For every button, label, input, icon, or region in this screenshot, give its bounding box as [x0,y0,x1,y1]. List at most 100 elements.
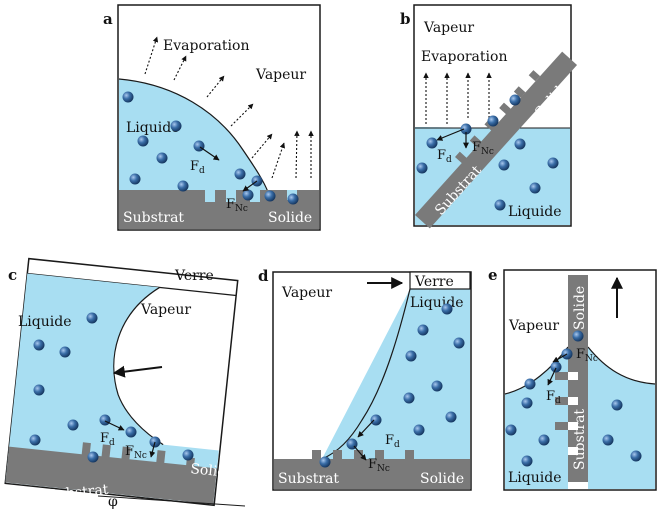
particle [370,414,382,426]
particle [193,140,205,152]
force-d-label: Fd [385,433,400,450]
particle [59,346,71,358]
evaporation-arrow [230,103,254,127]
particle [29,434,41,446]
solid-label: Solide [190,461,236,482]
panel-e: e Vapeur Liquide Solide Substrat Fd FNc [488,266,657,491]
substrate-block [414,51,578,229]
particle [521,455,533,467]
particle [441,303,453,315]
liquid-label: Liquide [508,470,561,486]
particle [170,120,182,132]
evaporation-arrow [206,75,225,98]
particle [125,426,137,438]
force-nc-label: FNc [368,457,390,474]
panel-letter: d [258,267,269,285]
liquid-region-fill-base [274,289,470,489]
particle [602,434,614,446]
force-nc-label: FNc [472,140,494,157]
force-d-label: Fd [100,431,115,448]
force-arrow [149,441,156,458]
particles [505,330,642,467]
particle [498,159,510,171]
evaporation-label: Evaporation [421,49,507,65]
panel-letter: a [103,10,113,28]
particle [521,397,533,409]
particle [460,123,472,135]
particles [416,94,559,211]
particle [630,450,642,462]
particle [137,135,149,147]
particles [122,91,299,205]
angle-label: φ [108,494,118,509]
substrate-block [5,442,217,505]
particle [514,138,526,150]
evaporation-arrows [423,72,492,124]
glass-label: Verre [174,268,214,284]
force-d-label: Fd [546,389,561,406]
particle [538,434,550,446]
solid-label: Solide [572,286,588,330]
particle [33,384,45,396]
force-nc-label: FNc [226,197,248,214]
substrate-label: Substrat [123,210,184,226]
solid-label: Solide [268,210,312,226]
vapour-label: Vapeur [255,67,306,83]
particle [529,182,541,194]
particle [416,162,428,174]
vapour-label: Vapeur [281,285,332,301]
particle [487,115,499,127]
particle [264,190,276,202]
liquid-label: Liquide [126,120,179,136]
force-arrow [436,128,465,141]
particle [405,350,417,362]
particle [287,193,299,205]
particle [129,173,141,185]
particle [431,380,443,392]
particle [182,449,194,461]
particle [33,339,45,351]
panel-letter: b [400,10,411,28]
particle [572,330,584,342]
particle [611,399,623,411]
glass-plate [409,271,471,290]
vapour-label: Vapeur [508,318,559,334]
force-arrow [552,353,568,363]
particle [505,424,517,436]
particle [453,337,465,349]
particle [67,419,79,431]
particle [86,312,98,324]
substrate-label: Substrat [278,471,339,487]
particle [319,456,331,468]
evaporation-arrow [251,133,273,159]
force-arrow [104,420,125,431]
force-nc-label: FNc [125,444,147,461]
particle [234,168,246,180]
panel-d: d Vapeur Verre Liquide Substrat Solide F… [258,267,472,491]
force-arrow [547,367,557,386]
force-arrow [353,445,367,461]
particles [319,303,465,468]
force-d-label: Fd [437,148,452,165]
panel-letter: c [8,266,17,284]
substrate-block [568,275,588,482]
substrate-label: Substrat [572,409,588,470]
particle [242,189,254,201]
substrate-teeth [555,372,568,430]
particle [417,324,429,336]
particle [403,392,415,404]
force-arrow [199,146,220,161]
panel-c: c Verre Liquide Vapeur Substrat Solide φ… [4,257,246,509]
liquid-meniscus [321,288,411,460]
particle [87,451,99,463]
evaporation-arrows [144,36,314,179]
particle [494,199,506,211]
liquid-label: Liquide [18,314,71,330]
evaporation-arrow [173,55,187,81]
particle [177,180,189,192]
particle [547,157,559,169]
force-arrow [242,180,258,192]
panel-letter: e [488,266,498,284]
particle [426,137,438,149]
liquid-meniscus [113,286,164,446]
